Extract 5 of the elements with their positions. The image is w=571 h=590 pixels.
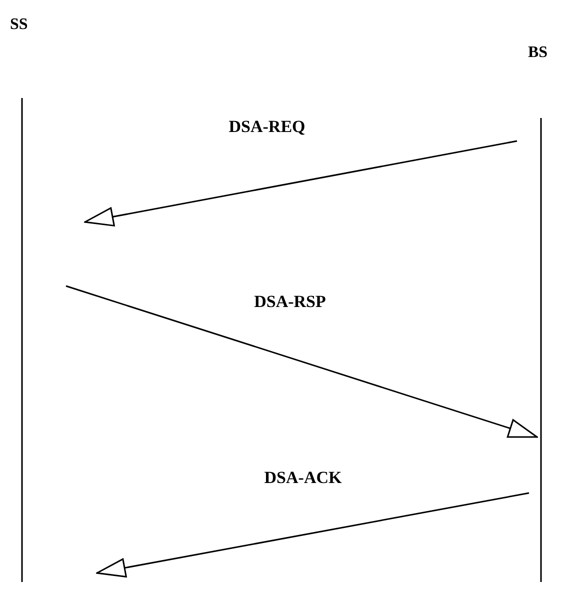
message-arrow bbox=[84, 140, 518, 226]
participant-label: SS bbox=[10, 16, 28, 34]
message-arrow bbox=[66, 285, 538, 438]
participant-label: BS bbox=[528, 44, 548, 62]
message-arrow bbox=[96, 492, 530, 578]
